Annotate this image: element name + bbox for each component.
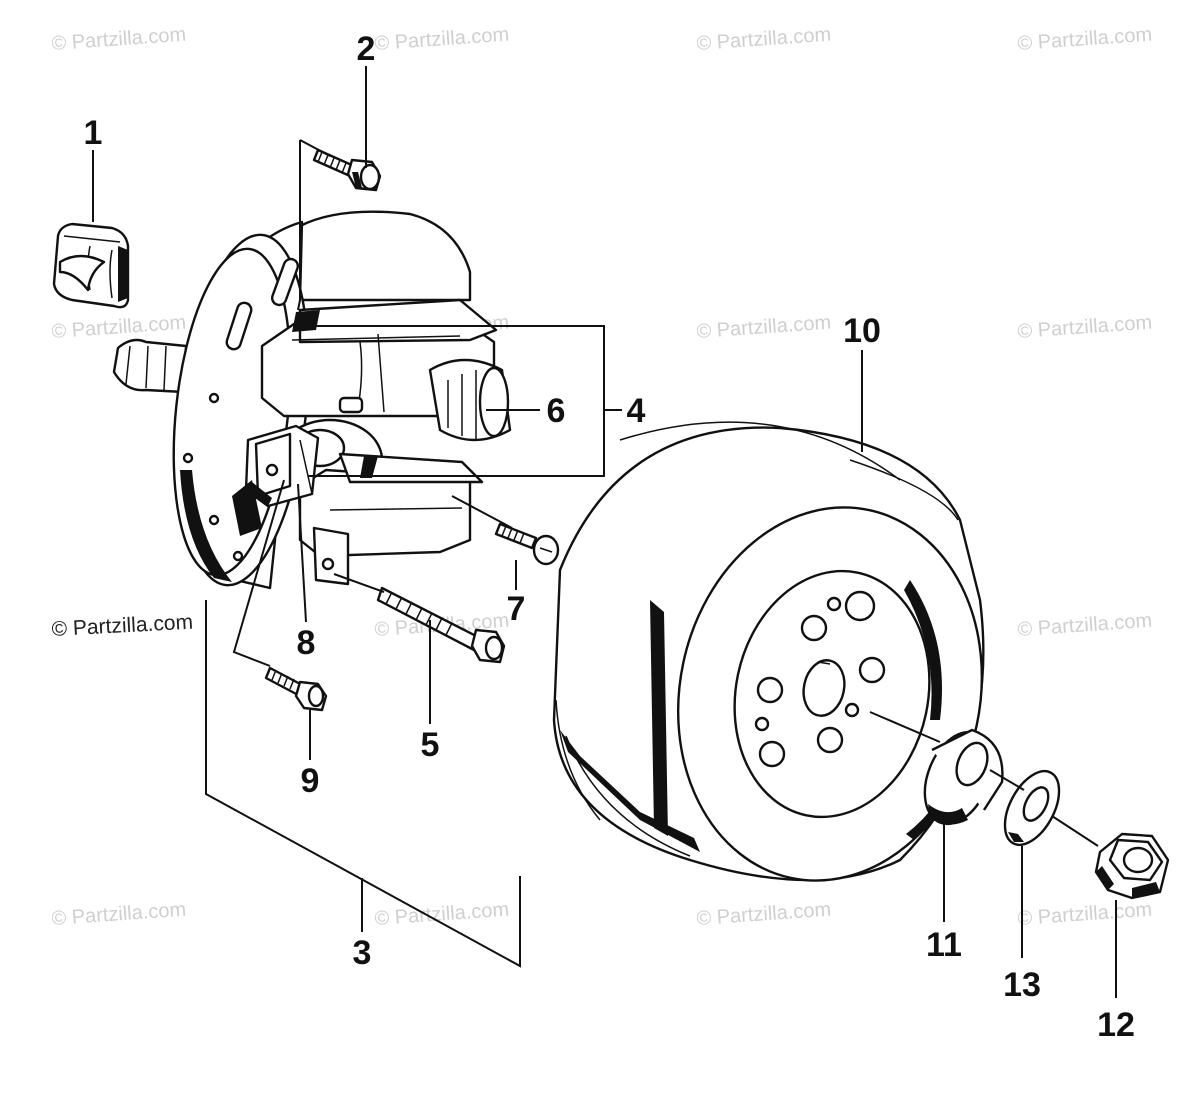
callouts: 1 2 3 4 5 6 7 8 9 10 11 13 12	[84, 30, 1135, 1044]
callout-11: 11	[926, 926, 962, 964]
watermark-prominent: © Partzilla.com	[51, 611, 194, 641]
callout-9: 9	[301, 762, 320, 800]
watermark: © Partzilla.com	[696, 899, 832, 930]
watermark: © Partzilla.com	[1017, 24, 1153, 55]
part-9-screw	[264, 666, 328, 712]
callout-1: 1	[84, 114, 103, 152]
part-13-washer	[1003, 770, 1061, 846]
watermark: © Partzilla.com	[1017, 899, 1153, 930]
callout-10: 10	[843, 312, 881, 350]
watermark: © Partzilla.com	[696, 312, 832, 343]
watermark: © Partzilla.com	[51, 312, 187, 343]
part-7-screw	[494, 522, 560, 566]
part-12-nut	[1094, 832, 1170, 900]
callout-8: 8	[297, 624, 316, 662]
part-1-grommet	[52, 222, 130, 309]
watermark: © Partzilla.com	[1017, 610, 1153, 641]
watermark: © Partzilla.com	[374, 24, 510, 55]
callout-2: 2	[357, 30, 376, 68]
leader-lines	[92, 66, 1117, 998]
part-10-flywheel	[552, 421, 985, 882]
stator-assembly	[112, 210, 512, 590]
part-5-long-bolt	[376, 586, 506, 664]
callout-3: 3	[353, 934, 372, 972]
callout-13: 13	[1003, 966, 1041, 1004]
callout-4: 4	[627, 392, 646, 430]
watermark: © Partzilla.com	[1017, 312, 1153, 343]
part-11-washer	[923, 728, 1004, 826]
callout-7: 7	[507, 590, 526, 628]
watermark: © Partzilla.com	[696, 24, 832, 55]
part-2-bolt	[312, 148, 382, 192]
callout-6: 6	[547, 392, 566, 430]
watermark: © Partzilla.com	[51, 899, 187, 930]
callout-5: 5	[421, 726, 440, 764]
watermark: © Partzilla.com	[374, 899, 510, 930]
callout-12: 12	[1097, 1006, 1135, 1044]
watermark: © Partzilla.com	[51, 24, 187, 55]
